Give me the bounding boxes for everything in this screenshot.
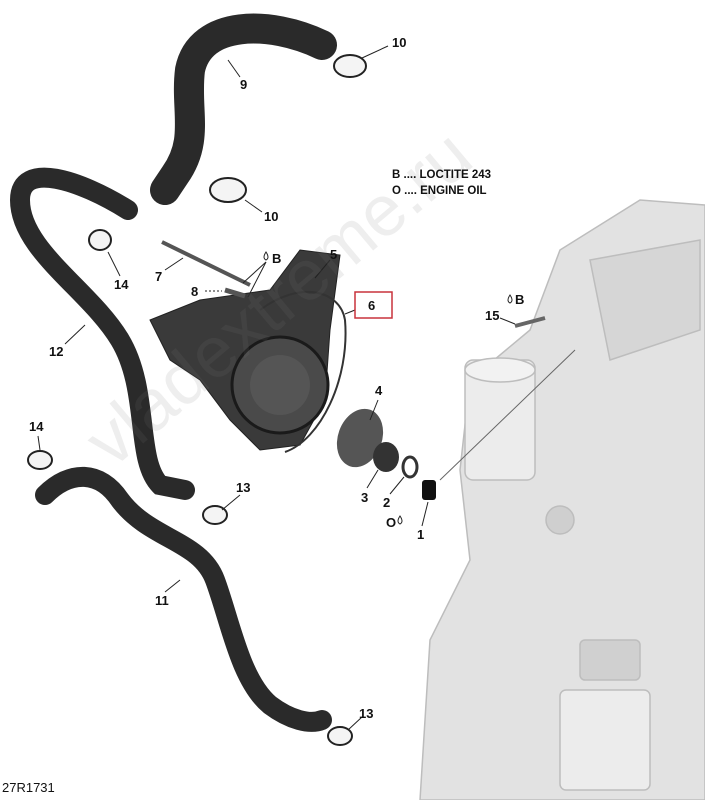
hose-12[interactable] [9, 167, 195, 500]
callout-1[interactable]: 1 [417, 527, 424, 542]
legend-engine-oil: O .... ENGINE OIL [392, 185, 487, 197]
highlight-box-part-6 [354, 291, 393, 319]
callout-7[interactable]: 7 [155, 269, 162, 284]
callout-6[interactable]: 6 [368, 298, 375, 313]
legend: B .... LOCTITE 243 O .... ENGINE OIL [392, 167, 491, 199]
clamps [27, 54, 367, 746]
leader-lines [37, 45, 516, 731]
sensor-1 [422, 480, 436, 500]
loctite-drop-icon [263, 251, 269, 261]
callout-labels: 10 9 10 14 7 B 5 8 6 15 B 12 14 4 13 3 2… [29, 35, 524, 721]
bolt-8 [224, 287, 246, 299]
diagram-reference: 27R1731 [2, 780, 55, 795]
seal-3 [373, 442, 399, 472]
callout-13[interactable]: 13 [359, 706, 373, 721]
callout-9[interactable]: 9 [240, 77, 247, 92]
stud-15 [514, 316, 546, 328]
callout-10[interactable]: 10 [264, 209, 278, 224]
hose-9[interactable] [150, 13, 337, 205]
callout-2[interactable]: 2 [383, 495, 390, 510]
callout-13[interactable]: 13 [236, 480, 250, 495]
clamp-10-top[interactable] [333, 54, 367, 78]
water-pump[interactable] [149, 240, 576, 500]
callout-b-loctite: B [515, 292, 524, 307]
callout-5[interactable]: 5 [330, 247, 337, 262]
callout-15[interactable]: 15 [485, 308, 499, 323]
callout-12[interactable]: 12 [49, 344, 63, 359]
ring-2 [401, 455, 419, 479]
callout-10[interactable]: 10 [392, 35, 406, 50]
clamp-14-low[interactable] [27, 450, 53, 470]
callout-14[interactable]: 14 [29, 419, 44, 434]
loctite-drop-icon [507, 294, 513, 304]
clamp-13-bot[interactable] [327, 726, 353, 746]
engine-block [419, 199, 705, 800]
oil-drop-icon [397, 515, 403, 525]
rod-7 [161, 240, 251, 287]
clamp-14-top[interactable] [88, 229, 112, 251]
callout-o-oil: O [386, 515, 396, 530]
callout-3[interactable]: 3 [361, 490, 368, 505]
callout-14[interactable]: 14 [114, 277, 129, 292]
callout-4[interactable]: 4 [375, 383, 383, 398]
clamp-10-mid[interactable] [209, 177, 247, 203]
clamp-13-mid[interactable] [202, 505, 228, 525]
gasket-6 [259, 290, 347, 453]
impeller-4 [336, 408, 384, 468]
callout-b-loctite: B [272, 251, 281, 266]
callout-8[interactable]: 8 [191, 284, 198, 299]
callout-11[interactable]: 11 [155, 593, 169, 608]
legend-loctite: B .... LOCTITE 243 [392, 169, 492, 181]
hoses [9, 13, 337, 732]
hose-11[interactable] [35, 466, 332, 732]
